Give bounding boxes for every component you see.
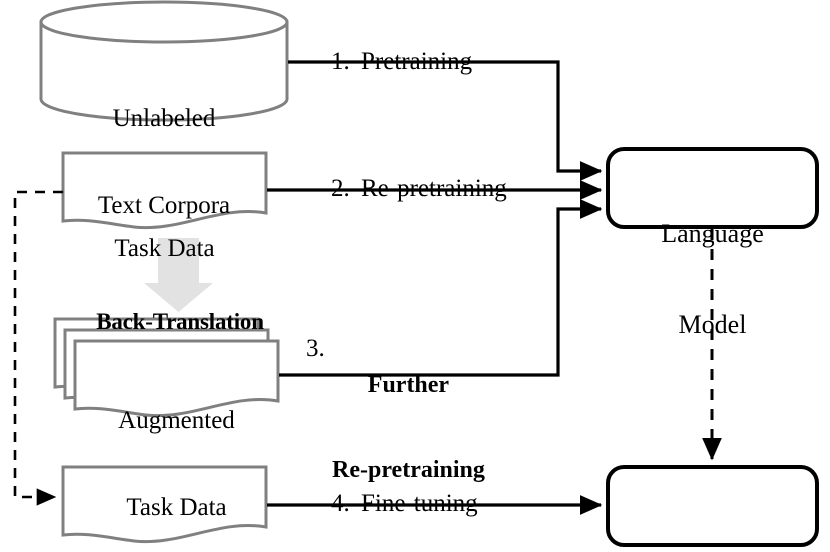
step-2-label: 2. Re-pretraining bbox=[306, 147, 507, 231]
back-translation-arrow-icon bbox=[144, 238, 213, 312]
connector-further-re-pretraining bbox=[279, 199, 603, 377]
step-3-text: Further Re-pretraining bbox=[332, 314, 485, 541]
connector-task-data-share-dashed bbox=[13, 190, 63, 506]
language-model-shape bbox=[606, 147, 819, 229]
step-4-text: Fine-tuning bbox=[361, 490, 478, 517]
classifier-shape bbox=[606, 465, 819, 547]
task-data-top-shape bbox=[61, 151, 268, 230]
step-3-text-line1: Further bbox=[367, 371, 450, 398]
task-data-bottom-shape bbox=[61, 465, 268, 544]
step-1-label: 1. Pretraining bbox=[306, 20, 472, 104]
unlabeled-text-corpora-shape bbox=[39, 0, 289, 122]
step-2-text: Re-pretraining bbox=[361, 175, 507, 202]
augmented-task-data-shape bbox=[53, 317, 280, 418]
step-3-number: 3. bbox=[306, 335, 325, 362]
connector-pretraining bbox=[288, 60, 603, 181]
step-2-number: 2. bbox=[331, 175, 350, 202]
step-1-number: 1. bbox=[331, 48, 350, 75]
step-3-text-line2: Re-pretraining bbox=[332, 456, 485, 483]
step-4-label: 4. Fine-tuning bbox=[306, 462, 478, 546]
step-4-number: 4. bbox=[331, 490, 350, 517]
step-1-text: Pretraining bbox=[361, 48, 473, 75]
step-3-label: 3. Further Re-pretraining bbox=[306, 314, 485, 541]
